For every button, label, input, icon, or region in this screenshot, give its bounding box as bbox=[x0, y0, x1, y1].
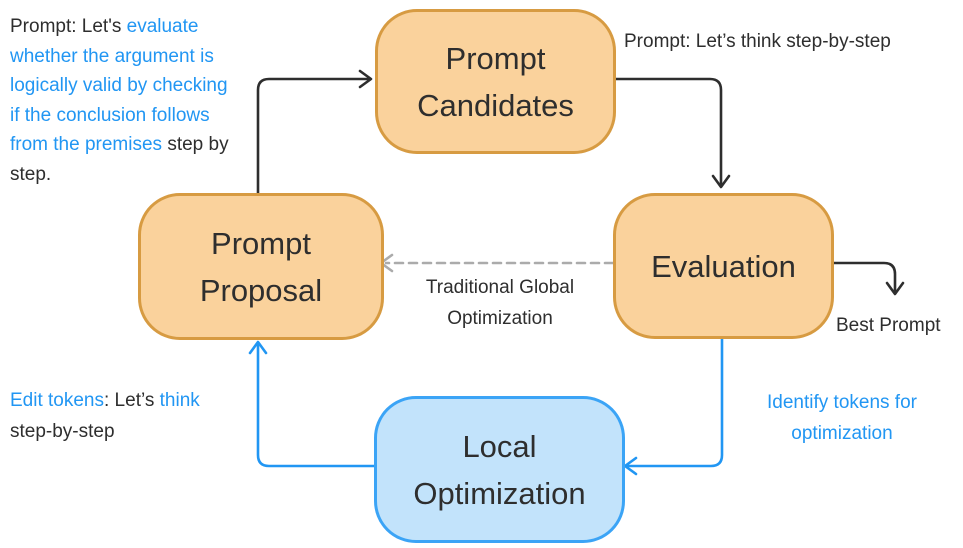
arrow-local-to-proposal bbox=[248, 340, 376, 468]
arrow-proposal-to-candidates bbox=[256, 69, 373, 195]
annotation-edit-tokens: Edit tokens: Let’s think step-by-step bbox=[10, 385, 200, 447]
annotation-prompt-think-step-by-step: Prompt: Let’s think step-by-step bbox=[624, 31, 891, 52]
text-line: Local bbox=[462, 428, 537, 464]
text-line: Candidates bbox=[417, 87, 574, 123]
arrow-evaluation-to-local bbox=[623, 331, 724, 476]
annotation-identify-tokens: Identify tokens for optimization bbox=[737, 387, 947, 449]
text-segment: Edit tokens bbox=[10, 390, 104, 411]
text-line: Identify tokens for bbox=[767, 392, 917, 413]
text-line: Proposal bbox=[199, 272, 323, 308]
text-segment: step by bbox=[162, 134, 229, 155]
annotation-prompt-evaluate: Prompt: Let's evaluate whether the argume… bbox=[10, 12, 290, 189]
text-segment: whether the argument is bbox=[10, 45, 214, 67]
text-line: Prompt bbox=[445, 40, 546, 76]
text-segment: step-by-step bbox=[10, 421, 115, 442]
text-line: Prompt bbox=[211, 225, 311, 261]
text-segment: Prompt: Let's bbox=[10, 16, 127, 37]
text-segment: : Let’s bbox=[104, 390, 160, 411]
annotation-best-prompt: Best Prompt bbox=[836, 315, 941, 336]
node-evaluation: Evaluation bbox=[613, 193, 834, 339]
text-segment: step. bbox=[10, 163, 52, 185]
text-line: Traditional Global bbox=[425, 277, 575, 298]
text-line: optimization bbox=[791, 423, 893, 444]
text-line: Optimization bbox=[447, 308, 553, 329]
text-segment: from the premises bbox=[10, 134, 163, 155]
text-segment: think bbox=[159, 390, 200, 411]
arrow-evaluation-to-best-prompt bbox=[828, 261, 905, 296]
text-segment: if the conclusion follows bbox=[10, 104, 210, 126]
text-segment: evaluate bbox=[126, 16, 199, 37]
arrow-candidates-to-evaluation bbox=[608, 77, 731, 189]
text-line: Optimization bbox=[413, 475, 586, 511]
text-line: Evaluation bbox=[651, 248, 796, 284]
text-segment: logically valid by checking bbox=[10, 75, 228, 96]
node-evaluation-label: Evaluation bbox=[651, 243, 796, 290]
